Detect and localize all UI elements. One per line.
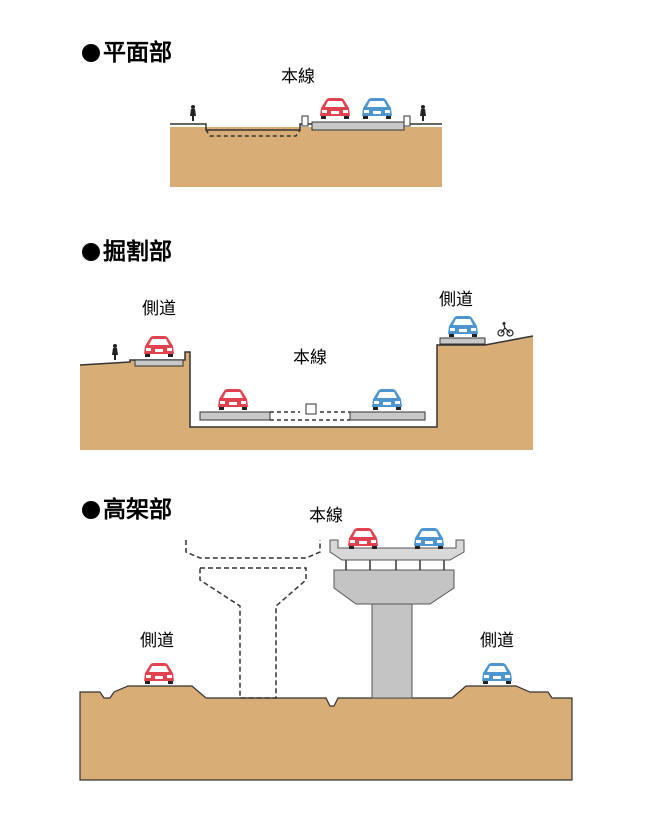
future-viaduct-outline bbox=[185, 540, 321, 699]
cut-side-road-right-pavement bbox=[439, 337, 486, 345]
pedestrian-icon bbox=[112, 344, 118, 360]
car-blue bbox=[482, 663, 512, 684]
car-red bbox=[144, 663, 174, 684]
viaduct-bearings bbox=[345, 560, 445, 570]
elevated-section bbox=[79, 528, 573, 781]
at-grade-curb-left bbox=[301, 115, 309, 127]
viaduct-pier bbox=[371, 599, 413, 699]
cut-wall-outline bbox=[79, 335, 534, 428]
elevated-heading-text: 高架部 bbox=[103, 497, 172, 523]
cut-pavement-right bbox=[349, 411, 426, 421]
car-blue bbox=[372, 389, 402, 410]
at-grade-future-road-outline bbox=[205, 129, 301, 137]
bullet-icon bbox=[82, 501, 100, 519]
viaduct-pier-cap bbox=[333, 569, 455, 605]
bicycle-icon bbox=[497, 321, 514, 337]
bullet-icon bbox=[82, 243, 100, 261]
car-blue bbox=[414, 528, 444, 549]
car-red bbox=[320, 98, 350, 119]
cut-mainline-label: 本線 bbox=[293, 348, 327, 368]
at-grade-pavement bbox=[311, 121, 405, 131]
at-grade-soil bbox=[170, 127, 442, 187]
cut-side-road-right-label: 側道 bbox=[439, 290, 473, 310]
cut-side-road-left-label: 側道 bbox=[142, 299, 176, 319]
cut-section bbox=[79, 316, 534, 450]
cut-future-road-outline bbox=[270, 411, 350, 421]
car-red bbox=[348, 528, 378, 549]
elevated-mainline-label: 本線 bbox=[309, 506, 343, 526]
cut-median-barrier bbox=[305, 403, 317, 415]
at-grade-heading: 平面部 bbox=[82, 33, 172, 67]
bullet-icon bbox=[82, 44, 100, 62]
cut-heading-text: 掘割部 bbox=[103, 239, 172, 265]
pedestrian-icon bbox=[190, 105, 196, 121]
at-grade-section bbox=[170, 98, 442, 187]
elevated-soil bbox=[79, 685, 573, 781]
elevated-side-road-left-label: 側道 bbox=[140, 631, 174, 651]
car-blue bbox=[362, 98, 392, 119]
at-grade-curb-right bbox=[403, 115, 411, 127]
cut-pavement-left bbox=[199, 411, 271, 421]
car-red bbox=[218, 389, 248, 410]
cut-heading: 掘割部 bbox=[82, 232, 172, 266]
viaduct-deck bbox=[329, 539, 465, 561]
cut-side-road-left-pavement bbox=[134, 359, 184, 367]
at-grade-mainline-label: 本線 bbox=[281, 67, 315, 87]
elevated-side-road-right-label: 側道 bbox=[480, 631, 514, 651]
car-red bbox=[144, 336, 174, 357]
car-blue bbox=[448, 316, 478, 337]
elevated-heading: 高架部 bbox=[82, 490, 172, 524]
pedestrian-icon bbox=[420, 105, 426, 121]
at-grade-heading-text: 平面部 bbox=[103, 40, 172, 66]
